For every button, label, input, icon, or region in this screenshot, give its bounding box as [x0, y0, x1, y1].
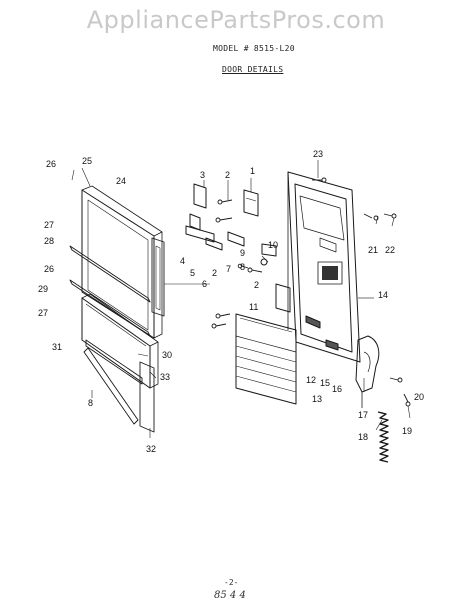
handwritten-note: 85 4 4 — [214, 590, 246, 601]
label-2b: 2 — [212, 268, 217, 278]
label-21: 21 — [368, 245, 378, 255]
label-7: 7 — [226, 264, 231, 274]
door-spring — [377, 411, 389, 463]
hinge-arm-assembly — [355, 335, 380, 408]
label-8b: 8 — [88, 398, 93, 408]
label-16: 16 — [332, 384, 342, 394]
label-1: 1 — [250, 166, 255, 176]
lower-bracket — [235, 313, 297, 405]
trim-strips — [69, 237, 165, 433]
label-23: 23 — [313, 149, 323, 159]
label-31: 31 — [52, 342, 62, 352]
page-number: -2- — [224, 578, 239, 587]
label-13: 13 — [312, 394, 322, 404]
label-2c: 2 — [254, 280, 259, 290]
label-27a: 27 — [44, 220, 54, 230]
part-number-labels: 1 2 3 4 5 2 7 9 10 8 2 6 23 21 22 14 11 … — [38, 149, 424, 454]
label-19: 19 — [402, 426, 412, 436]
label-17: 17 — [358, 410, 368, 420]
label-2a: 2 — [225, 170, 230, 180]
leader-lines — [71, 160, 411, 438]
label-9: 9 — [240, 248, 245, 258]
label-27b: 27 — [38, 308, 48, 318]
label-32: 32 — [146, 444, 156, 454]
label-33: 33 — [160, 372, 170, 382]
label-28: 28 — [44, 236, 54, 246]
label-29: 29 — [38, 284, 48, 294]
label-10: 10 — [268, 240, 278, 250]
label-25: 25 — [82, 156, 92, 166]
latch-assembly — [185, 183, 291, 313]
label-4: 4 — [180, 256, 185, 266]
label-6: 6 — [202, 279, 207, 289]
outer-door-panel — [81, 185, 163, 339]
label-22: 22 — [385, 245, 395, 255]
label-12: 12 — [306, 375, 316, 385]
label-26b: 26 — [44, 264, 54, 274]
model-number: MODEL # 8515-L20 — [213, 44, 295, 53]
lower-door-panel — [81, 293, 159, 389]
label-5: 5 — [190, 268, 195, 278]
watermark: AppliancePartsPros.com — [86, 6, 386, 34]
door-inner-panel — [287, 171, 361, 363]
label-24: 24 — [116, 176, 126, 186]
label-20: 20 — [414, 392, 424, 402]
label-14: 14 — [378, 290, 388, 300]
section-title: DOOR DETAILS — [222, 65, 284, 74]
label-11: 11 — [249, 302, 258, 312]
label-26a: 26 — [46, 159, 56, 169]
label-15: 15 — [320, 378, 330, 388]
screws — [211, 177, 411, 407]
label-30: 30 — [162, 350, 172, 360]
label-3: 3 — [200, 170, 205, 180]
label-8a: 8 — [240, 262, 245, 272]
label-18: 18 — [358, 432, 368, 442]
